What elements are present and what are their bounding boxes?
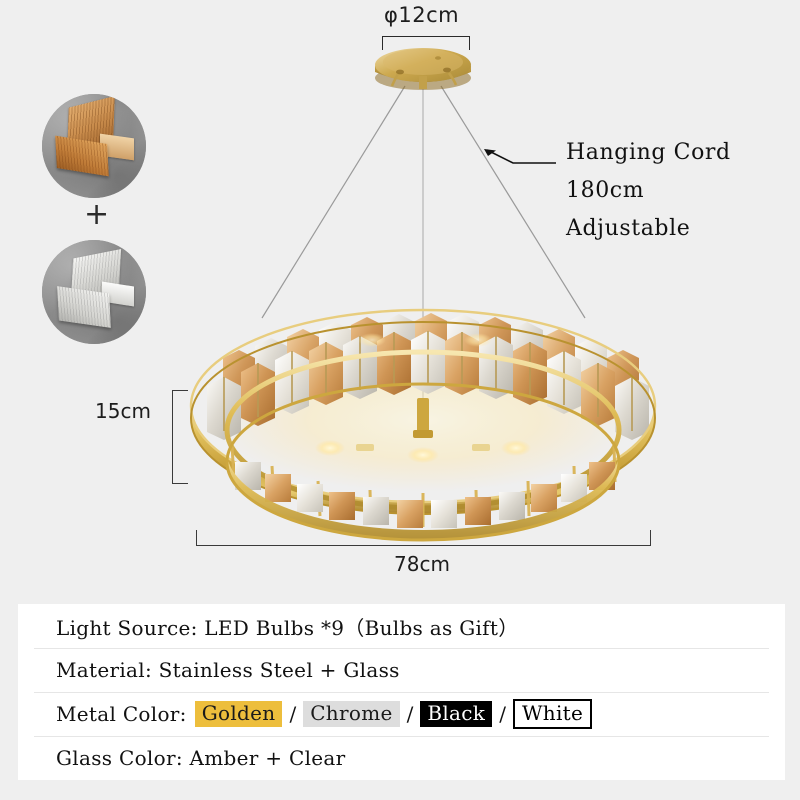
canopy-diameter-label: φ12cm [384, 3, 460, 27]
hanging-cord-leader [484, 149, 556, 164]
chandelier-ring [189, 308, 657, 542]
glass-color-text: Glass Color: Amber + Clear [56, 746, 346, 770]
amber-glass-swatch [42, 94, 146, 198]
lower-tier [224, 349, 622, 542]
metal-color-option-golden[interactable]: Golden [194, 701, 283, 727]
ceiling-canopy [375, 48, 471, 90]
spec-row-metal-color: Metal Color: Golden / Chrome / Black / W… [18, 692, 785, 736]
clear-glass-swatch [42, 240, 146, 344]
option-separator-2: / [406, 702, 414, 726]
specification-table: Light Source: LED Bulbs *9（Bulbs as Gift… [18, 604, 785, 780]
option-separator-3: / [499, 702, 506, 726]
light-source-text: Light Source: LED Bulbs *9（Bulbs as Gift… [56, 615, 519, 640]
option-separator-1: / [289, 702, 297, 726]
led-bulbs [315, 333, 531, 463]
width-dimension-bracket [196, 530, 651, 546]
fixture-height-label: 15cm [95, 399, 151, 423]
metal-color-option-white[interactable]: White [512, 699, 593, 729]
canopy-dimension-bracket [382, 36, 470, 50]
height-dimension-bracket [172, 390, 188, 484]
metal-color-option-chrome[interactable]: Chrome [303, 701, 400, 727]
hanging-cord-adjustable: Adjustable [566, 216, 691, 241]
metal-color-label: Metal Color: [56, 702, 187, 726]
fixture-diameter-label: 78cm [394, 552, 450, 576]
metal-color-option-black[interactable]: Black [420, 701, 493, 727]
spec-row-material: Material: Stainless Steel + Glass [18, 648, 785, 692]
hanging-cord-length: 180cm [566, 178, 645, 203]
upper-glass-panels [207, 313, 649, 440]
spec-row-glass-color: Glass Color: Amber + Clear [18, 736, 785, 780]
spec-row-light-source: Light Source: LED Bulbs *9（Bulbs as Gift… [18, 604, 785, 648]
hanging-cord-title: Hanging Cord [566, 140, 731, 165]
material-text: Material: Stainless Steel + Glass [56, 658, 400, 682]
plus-sign: + [84, 197, 110, 232]
